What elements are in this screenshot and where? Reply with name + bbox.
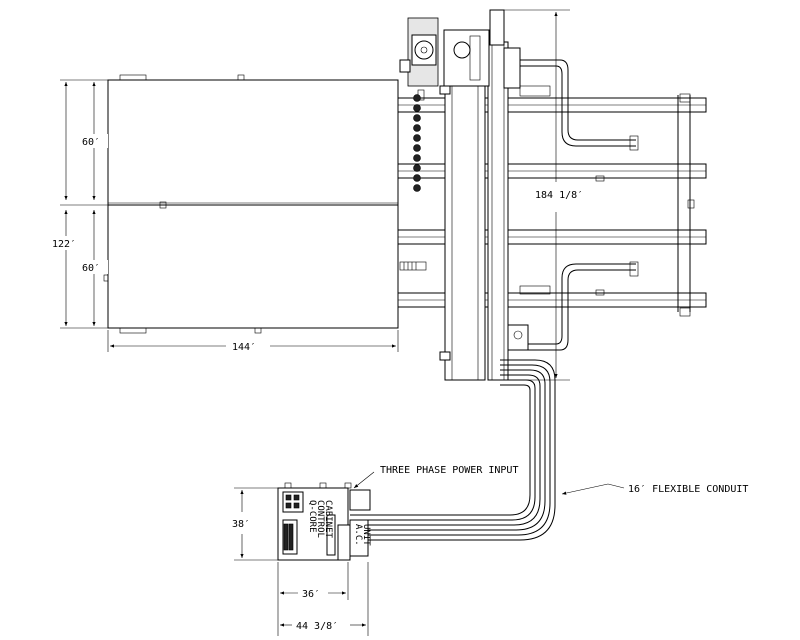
cabinet-label-line3: CABINET (323, 500, 333, 539)
dim-machine-length: 184 1/8′ (535, 190, 583, 201)
dim-table-total-height: 122′ (52, 239, 76, 250)
dim-cabinet-width: 36′ (302, 589, 320, 600)
tool-pot (413, 174, 421, 182)
label-conduit: 16′ FLEXIBLE CONDUIT (628, 484, 748, 495)
tool-pot (413, 94, 421, 102)
gantry (399, 9, 529, 381)
tool-pot (413, 134, 421, 142)
dim-cabinet-total-width: 44 3/8′ (296, 621, 338, 632)
tool-pot (413, 124, 421, 132)
power-input-callout: THREE PHASE POWER INPUT (353, 465, 518, 489)
tool-pot (413, 154, 421, 162)
table-bottom-panel (107, 204, 399, 329)
flexible-conduit (350, 359, 556, 541)
table-top-panel (107, 79, 399, 206)
tool-pot (413, 184, 421, 192)
tool-pot (413, 104, 421, 112)
tool-pot (413, 164, 421, 172)
conduit-callout: 16′ FLEXIBLE CONDUIT (561, 483, 748, 495)
vacuum-table (103, 74, 399, 334)
dim-table-bottom-height: 60′ (82, 263, 100, 274)
ac-unit-label-line1: A.C. (353, 524, 363, 546)
cabinet-label-line1: Q-CORE (307, 500, 317, 533)
tool-pot (413, 144, 421, 152)
table-dimensions: 60′ 60′ 122′ 144′ (50, 79, 399, 353)
label-power-input: THREE PHASE POWER INPUT (380, 465, 518, 476)
tool-pot (413, 114, 421, 122)
tool-changer (413, 94, 421, 192)
dim-table-top-height: 60′ (82, 137, 100, 148)
cabinet-dimensions: 38′ 36′ 44 3/8′ (232, 487, 369, 636)
ac-unit-label-line2: UNIT (361, 524, 371, 546)
control-cabinet: Q-CORE CONTROL CABINET A.C. UNIT (277, 482, 371, 561)
dim-cabinet-height: 38′ (232, 519, 250, 530)
cabinet-label-line2: CONTROL (315, 500, 325, 538)
dim-table-width: 144′ (232, 342, 256, 353)
hoses (399, 59, 639, 351)
machine-length-dimension: 184 1/8′ (490, 9, 590, 381)
